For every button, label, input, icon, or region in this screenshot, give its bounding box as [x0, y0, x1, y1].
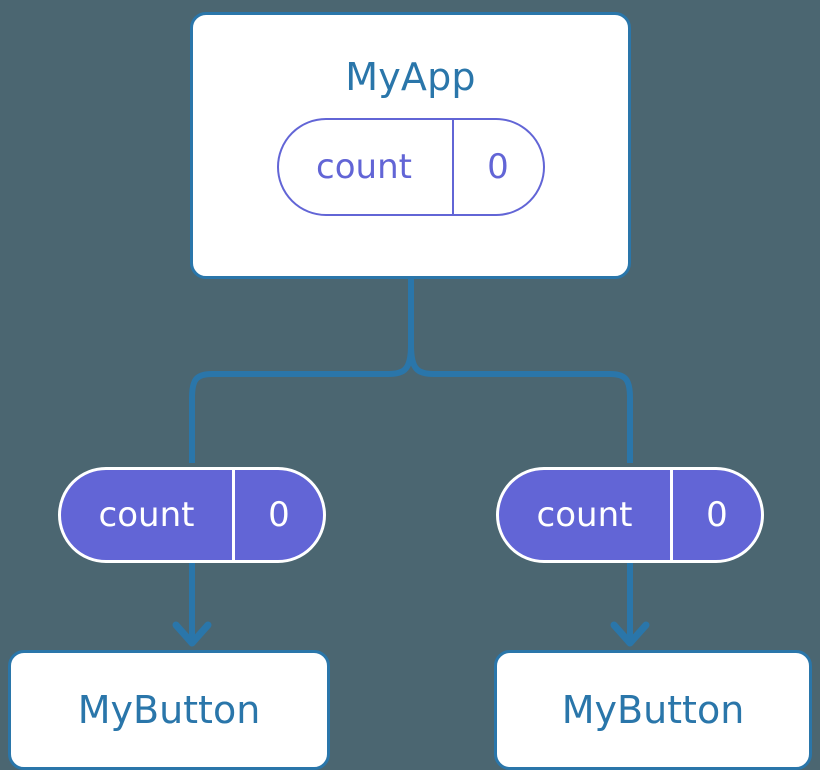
prop-pill-left[interactable]: count 0	[58, 467, 326, 563]
component-title-myapp: MyApp	[345, 55, 476, 99]
state-pill-value: 0	[487, 147, 509, 187]
arrow-head-left	[172, 621, 212, 647]
fork-right-branch	[408, 344, 633, 463]
prop-pill-right[interactable]: count 0	[496, 467, 764, 563]
prop-pill-left-key: count	[61, 470, 235, 560]
component-card-mybutton-left[interactable]: MyButton	[8, 650, 330, 770]
state-pill-key: count	[279, 120, 454, 214]
prop-pill-right-value: 0	[706, 495, 728, 535]
component-card-myapp[interactable]: MyApp count 0	[190, 12, 631, 279]
prop-pill-left-value: 0	[268, 495, 290, 535]
component-title-mybutton-left: MyButton	[77, 688, 261, 732]
component-card-mybutton-right[interactable]: MyButton	[494, 650, 812, 770]
component-title-mybutton-right: MyButton	[561, 688, 745, 732]
prop-pill-right-key: count	[499, 470, 673, 560]
arrow-head-right	[610, 621, 650, 647]
state-pill-count[interactable]: count 0	[276, 118, 545, 216]
fork-left-branch	[189, 344, 414, 463]
